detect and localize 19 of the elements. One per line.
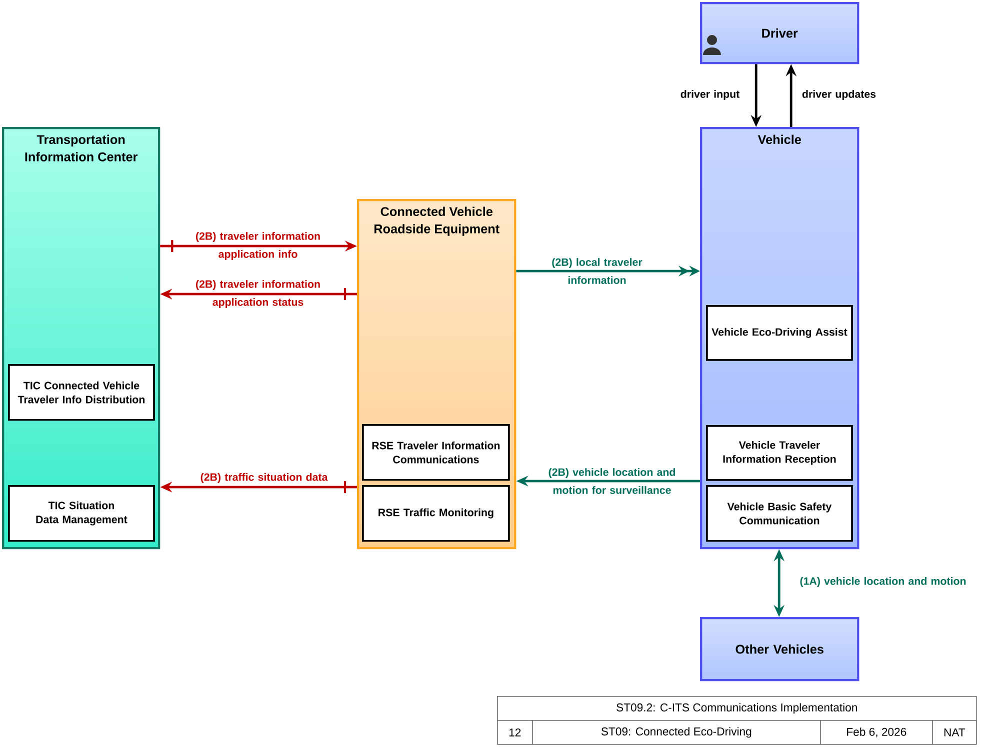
entity-box: Driver — [700, 2, 860, 64]
edge-label: (2B) vehicle location and motion for surveillance — [548, 468, 675, 494]
table-cell: NAT — [932, 720, 977, 745]
process-box: Vehicle Basic Safety Communication — [706, 485, 853, 542]
edge-label: driver input — [680, 90, 740, 100]
process-box: TIC Situation Data Management — [8, 485, 155, 542]
process-box: Vehicle Traveler Information Reception — [706, 425, 853, 481]
edge-label: (2B) traveler information application status — [196, 280, 320, 308]
edge-label: (2B) traveler information application info — [196, 232, 320, 260]
table-cell: 12 — [497, 720, 533, 745]
process-box: RSE Traffic Monitoring — [362, 485, 510, 542]
process-box: TIC Connected Vehicle Traveler Info Distribution — [8, 364, 155, 421]
entity-box: Other Vehicles — [700, 617, 860, 682]
edge-label: (1A) vehicle location and motion — [800, 577, 966, 587]
edge-label: (2B) traffic situation data — [200, 473, 328, 483]
edge-label: (2B) local traveler information — [552, 258, 642, 284]
process-box: RSE Traveler Information Communications — [362, 424, 510, 481]
process-box: Vehicle Eco-Driving Assist — [706, 305, 853, 361]
edge-label: driver updates — [802, 90, 876, 100]
